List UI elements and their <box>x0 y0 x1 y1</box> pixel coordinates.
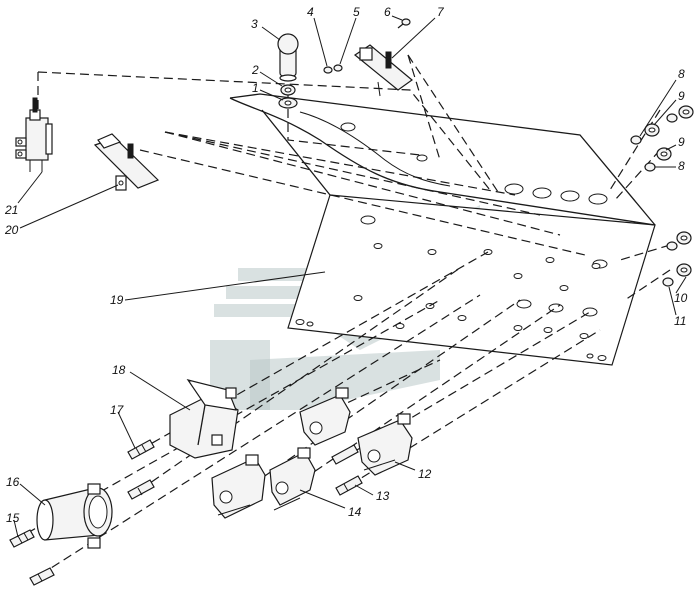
callout-17: 17 <box>110 403 125 417</box>
part-11-washer <box>662 277 674 287</box>
part-20-bracket <box>93 133 160 191</box>
callout-16: 16 <box>6 475 20 489</box>
part-14-relay-left <box>211 454 266 519</box>
part-8-washer-lower <box>644 162 656 172</box>
part-12-relay <box>357 413 413 476</box>
leader-lines <box>13 15 687 538</box>
callout-9-lower: 9 <box>678 135 685 149</box>
part-17-screw <box>127 439 155 460</box>
callout-2: 2 <box>251 63 259 77</box>
callout-21: 21 <box>4 203 18 217</box>
callout-14: 14 <box>348 505 362 519</box>
callout-1: 1 <box>252 81 259 95</box>
callout-9-upper: 9 <box>678 89 685 103</box>
part-7-bracket <box>353 44 413 97</box>
part-8-washer-upper <box>630 135 642 145</box>
mounting-plate <box>229 93 656 366</box>
part-6-screw <box>397 18 411 29</box>
callout-4: 4 <box>307 5 314 19</box>
callout-12: 12 <box>418 467 432 481</box>
part-9-nut-upper <box>644 105 694 137</box>
part-15-screw-lower <box>29 567 55 586</box>
callout-6: 6 <box>384 5 391 19</box>
part-16-socket <box>36 483 113 549</box>
callout-labels: 1 2 3 4 5 6 7 8 9 9 8 10 11 12 13 14 15 … <box>4 5 688 525</box>
part-3-knob <box>277 33 299 82</box>
part-18-relay <box>169 379 239 459</box>
callout-8-lower: 8 <box>678 159 685 173</box>
part-1-washer <box>278 97 298 109</box>
callout-11: 11 <box>674 314 686 328</box>
callout-10: 10 <box>674 291 688 305</box>
callout-8-upper: 8 <box>678 67 685 81</box>
part-14-relay-top <box>299 387 351 446</box>
part-21-switch <box>15 97 53 172</box>
part-10-nut <box>666 231 692 277</box>
callout-13: 13 <box>376 489 390 503</box>
callout-18: 18 <box>112 363 126 377</box>
part-13-screw <box>331 444 363 496</box>
part-4-nut <box>323 66 333 74</box>
callout-3: 3 <box>251 17 258 31</box>
part-15-screw <box>9 529 35 548</box>
part-5-washer <box>333 64 343 72</box>
callout-15: 15 <box>6 511 20 525</box>
callout-19: 19 <box>110 293 124 307</box>
part-9-nut-lower <box>656 147 672 161</box>
part-2-nut <box>280 84 296 96</box>
callout-5: 5 <box>353 5 360 19</box>
callout-7: 7 <box>437 5 445 19</box>
part-17-screw-lower <box>127 479 155 500</box>
callout-20: 20 <box>4 223 19 237</box>
